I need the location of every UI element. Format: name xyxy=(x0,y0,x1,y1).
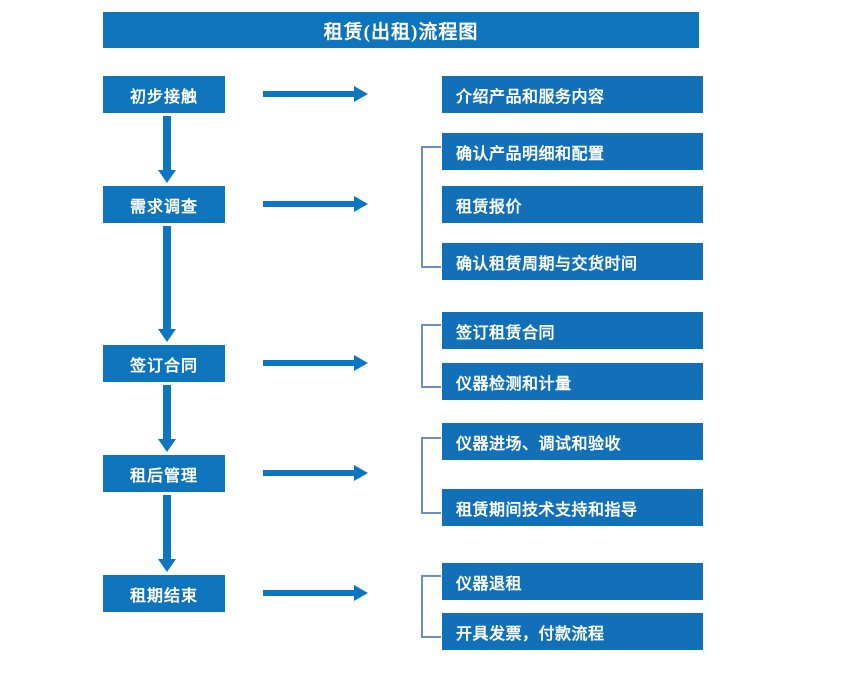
stage-box-5[interactable]: 租期结束 xyxy=(103,575,225,612)
detail-box-7[interactable]: 仪器进场、调试和验收 xyxy=(442,423,703,460)
chart-title: 租赁(出租)流程图 xyxy=(323,21,479,43)
stage-label-3: 签订合同 xyxy=(129,357,198,375)
group-bracket-2 xyxy=(421,324,441,388)
detail-label-10: 开具发票，付款流程 xyxy=(456,625,605,643)
stage-box-2[interactable]: 需求调查 xyxy=(103,186,225,223)
right-arrow-icon-4 xyxy=(263,465,368,481)
right-arrow-icon-2 xyxy=(263,196,368,212)
detail-label-4: 确认租赁周期与交货时间 xyxy=(456,255,638,273)
detail-label-1: 介绍产品和服务内容 xyxy=(456,88,605,106)
detail-label-5: 签订租赁合同 xyxy=(456,324,556,342)
group-bracket-1 xyxy=(421,146,441,268)
detail-box-9[interactable]: 仪器退租 xyxy=(442,563,703,600)
detail-label-7: 仪器进场、调试和验收 xyxy=(456,435,622,453)
right-arrow-icon-1 xyxy=(263,86,368,102)
stage-box-3[interactable]: 签订合同 xyxy=(103,345,225,382)
detail-label-3: 租赁报价 xyxy=(456,198,523,216)
stage-label-4: 租后管理 xyxy=(129,467,198,485)
detail-label-8: 租赁期间技术支持和指导 xyxy=(456,501,638,519)
stage-label-2: 需求调查 xyxy=(129,198,198,216)
detail-box-2[interactable]: 确认产品明细和配置 xyxy=(442,133,703,170)
right-arrow-icon-5 xyxy=(263,585,368,601)
detail-box-1[interactable]: 介绍产品和服务内容 xyxy=(442,76,703,113)
group-bracket-4 xyxy=(421,575,441,638)
detail-label-6: 仪器检测和计量 xyxy=(456,375,572,393)
right-arrow-icon-3 xyxy=(263,355,368,371)
down-arrow-icon-4 xyxy=(158,495,176,572)
detail-box-10[interactable]: 开具发票，付款流程 xyxy=(442,613,703,650)
detail-box-3[interactable]: 租赁报价 xyxy=(442,186,703,223)
group-bracket-3 xyxy=(421,437,441,514)
detail-label-2: 确认产品明细和配置 xyxy=(456,145,605,163)
detail-box-8[interactable]: 租赁期间技术支持和指导 xyxy=(442,489,703,526)
chart-title-bar: 租赁(出租)流程图 xyxy=(103,12,699,48)
stage-box-4[interactable]: 租后管理 xyxy=(103,455,225,492)
detail-box-6[interactable]: 仪器检测和计量 xyxy=(442,363,703,400)
detail-label-9: 仪器退租 xyxy=(456,575,523,593)
down-arrow-icon-3 xyxy=(158,385,176,452)
down-arrow-icon-1 xyxy=(158,116,176,183)
stage-label-5: 租期结束 xyxy=(129,587,198,605)
detail-box-4[interactable]: 确认租赁周期与交货时间 xyxy=(442,243,703,280)
stage-label-1: 初步接触 xyxy=(129,88,198,106)
down-arrow-icon-2 xyxy=(158,226,176,342)
detail-box-5[interactable]: 签订租赁合同 xyxy=(442,312,703,349)
stage-box-1[interactable]: 初步接触 xyxy=(103,76,225,113)
